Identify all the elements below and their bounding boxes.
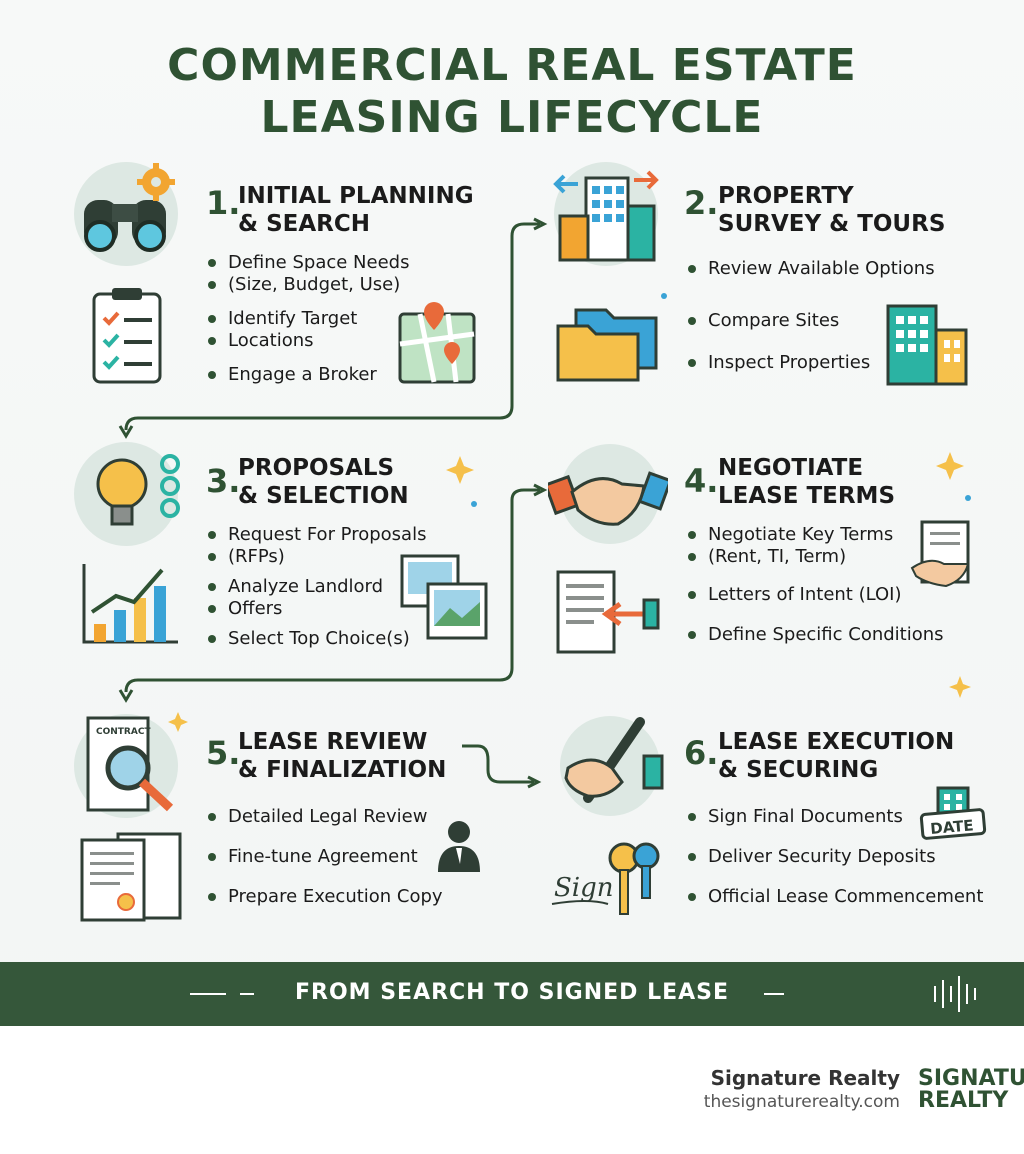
- sign-label: Sign: [554, 873, 614, 903]
- step-5-heading-1: LEASE REVIEW: [238, 729, 428, 755]
- step-4-bullet-1: Negotiate Key Terms: [687, 524, 894, 545]
- step-4-bullet-3: Define Specific Conditions: [688, 624, 944, 645]
- brand-logo: SIGNATU REALTY: [918, 1068, 1024, 1112]
- check-icons: [160, 454, 180, 518]
- step-6-bullet-2: Deliver Security Deposits: [688, 846, 936, 867]
- step-4-heading-2: LEASE TERMS: [718, 483, 896, 509]
- step-2-bullet-3: Inspect Properties: [687, 352, 871, 373]
- step-3-bullet-1: Request For Proposals: [207, 524, 427, 545]
- step-5-heading-2: & FINALIZATION: [238, 757, 447, 783]
- step-2-bullet-2: Compare Sites: [687, 310, 840, 331]
- binoculars-icon: [74, 162, 178, 266]
- step-2-number: 2.: [684, 184, 719, 222]
- step-1-bullet-2-cont: Locations: [208, 330, 314, 351]
- connector-4-5-arrow-head: [118, 689, 134, 703]
- step-3-bullet-2: Analyze Landlord: [207, 576, 384, 597]
- contract-label: CONTRACT: [96, 727, 151, 737]
- step-3-bullet-3: Select Top Choice(s): [208, 628, 410, 649]
- step-6-heading-1: LEASE EXECUTION: [718, 729, 955, 755]
- connector-1-2-arrow: [533, 217, 548, 231]
- documents-icon: [80, 832, 182, 922]
- lightbulb-icon: [74, 442, 180, 546]
- step-1-heading-2: & SEARCH: [238, 211, 370, 237]
- title-line-1: COMMERCIAL REAL ESTATE: [167, 40, 857, 91]
- brand-url[interactable]: thesignaturerealty.com: [703, 1092, 900, 1112]
- step-4-bullet-2: Letters of Intent (LOI): [688, 584, 902, 605]
- folder-icon: [556, 308, 658, 382]
- date-label: DATE: [930, 816, 975, 838]
- connector-1-2: [420, 222, 540, 420]
- photos-icon: [400, 554, 488, 640]
- brand-logo-line-1: SIGNATU: [918, 1068, 1024, 1091]
- document-icon: [556, 570, 660, 654]
- step-2-bullet-1: Review Available Options: [688, 258, 935, 279]
- step-6-heading-2: & SECURING: [718, 757, 879, 783]
- step-6-bullet-1: Sign Final Documents: [688, 806, 903, 827]
- step-1-bullet-2: Identify Target: [207, 308, 358, 329]
- step-4-heading-1: NEGOTIATE: [718, 455, 864, 481]
- title-line-2: LEASING LIFECYCLE: [260, 92, 764, 143]
- step-3-heading-1: PROPOSALS: [238, 455, 395, 481]
- keys-icon: Sign: [551, 842, 660, 915]
- agreement-icon: [910, 520, 970, 588]
- step-4-number: 4.: [684, 462, 719, 500]
- step-5-number: 5.: [206, 734, 241, 772]
- building-icon: [886, 304, 968, 386]
- checklist-icon: [92, 288, 162, 384]
- step-2-heading-2: SURVEY & TOURS: [718, 211, 946, 237]
- step-3-number: 3.: [206, 462, 241, 500]
- connector-5-6: [462, 744, 534, 784]
- pen-signing-icon: [560, 716, 664, 816]
- banner-text: FROM SEARCH TO SIGNED LEASE: [294, 980, 730, 1005]
- contract-magnifier-icon: CONTRACT: [74, 714, 178, 818]
- bar-chart-icon: [82, 564, 178, 644]
- brand-logo-line-2: REALTY: [918, 1088, 1009, 1112]
- step-3-heading-2: & SELECTION: [238, 483, 409, 509]
- gear-icon: [137, 163, 175, 201]
- brand-name: Signature Realty: [710, 1066, 900, 1090]
- office-buildings-icon: [553, 162, 659, 266]
- lawyer-icon: [438, 821, 480, 872]
- step-2-heading-1: PROPERTY: [718, 183, 854, 209]
- step-3-bullet-1-cont: (RFPs): [208, 546, 285, 567]
- step-5-bullet-3: Prepare Execution Copy: [208, 886, 443, 907]
- handshake-icon: [548, 444, 668, 544]
- step-5-bullet-1: Detailed Legal Review: [207, 806, 428, 827]
- sparkle-decorations: [168, 293, 971, 732]
- footer: [0, 1026, 1024, 1154]
- step-1-number: 1.: [206, 184, 241, 222]
- step-4-bullet-1-cont: (Rent, TI, Term): [687, 546, 847, 567]
- connector-5-6-arrow: [527, 775, 542, 789]
- connector-2-3: [124, 416, 500, 431]
- step-5-bullet-2: Fine-tune Agreement: [208, 846, 418, 867]
- calendar-icon: DATE: [919, 786, 987, 840]
- connector-3-4: [510, 488, 540, 501]
- step-6-number: 6.: [684, 734, 719, 772]
- step-1-heading-1: INITIAL PLANNING: [238, 183, 474, 209]
- step-1-bullet-1-cont: (Size, Budget, Use): [207, 274, 401, 295]
- step-6-bullet-3: Official Lease Commencement: [687, 886, 984, 907]
- step-1-bullet-3: Engage a Broker: [208, 364, 377, 385]
- connector-3-4-arrow: [533, 483, 548, 497]
- step-1-bullet-1: Define Space Needs: [207, 252, 410, 273]
- connector-2-3-arrow: [118, 425, 134, 439]
- bottom-banner: [0, 962, 1024, 1026]
- step-3-bullet-2-cont: Offers: [207, 598, 283, 619]
- map-pin-icon: [398, 302, 476, 384]
- banner-decorations: [190, 976, 976, 1012]
- connector-4-5: [124, 500, 514, 693]
